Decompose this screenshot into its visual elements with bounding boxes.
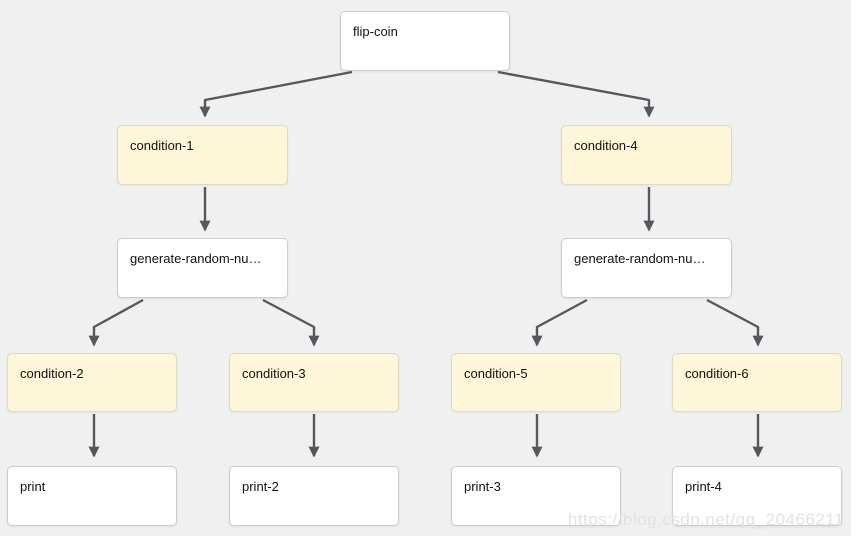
node-print-2[interactable]: print-2 <box>229 466 399 526</box>
edge-flipcoin-condition4 <box>497 70 655 118</box>
edge-generate2-condition6 <box>706 298 764 347</box>
node-flip-coin[interactable]: flip-coin <box>340 11 510 71</box>
node-print[interactable]: print <box>7 466 177 526</box>
node-condition-3[interactable]: condition-3 <box>229 353 399 412</box>
edge-generate2-condition5 <box>531 298 588 347</box>
node-condition-2[interactable]: condition-2 <box>7 353 177 412</box>
edge-generate1-condition3 <box>262 298 320 347</box>
node-generate-random-number-2[interactable]: generate-random-nu… <box>561 238 732 298</box>
node-generate-random-number-1[interactable]: generate-random-nu… <box>117 238 288 298</box>
node-condition-4[interactable]: condition-4 <box>561 125 732 185</box>
edge-generate1-condition2 <box>88 298 144 347</box>
node-print-3[interactable]: print-3 <box>451 466 621 526</box>
node-condition-1[interactable]: condition-1 <box>117 125 288 185</box>
node-condition-6[interactable]: condition-6 <box>672 353 842 412</box>
edge-flipcoin-condition1 <box>199 70 353 118</box>
node-condition-5[interactable]: condition-5 <box>451 353 621 412</box>
node-print-4[interactable]: print-4 <box>672 466 842 526</box>
